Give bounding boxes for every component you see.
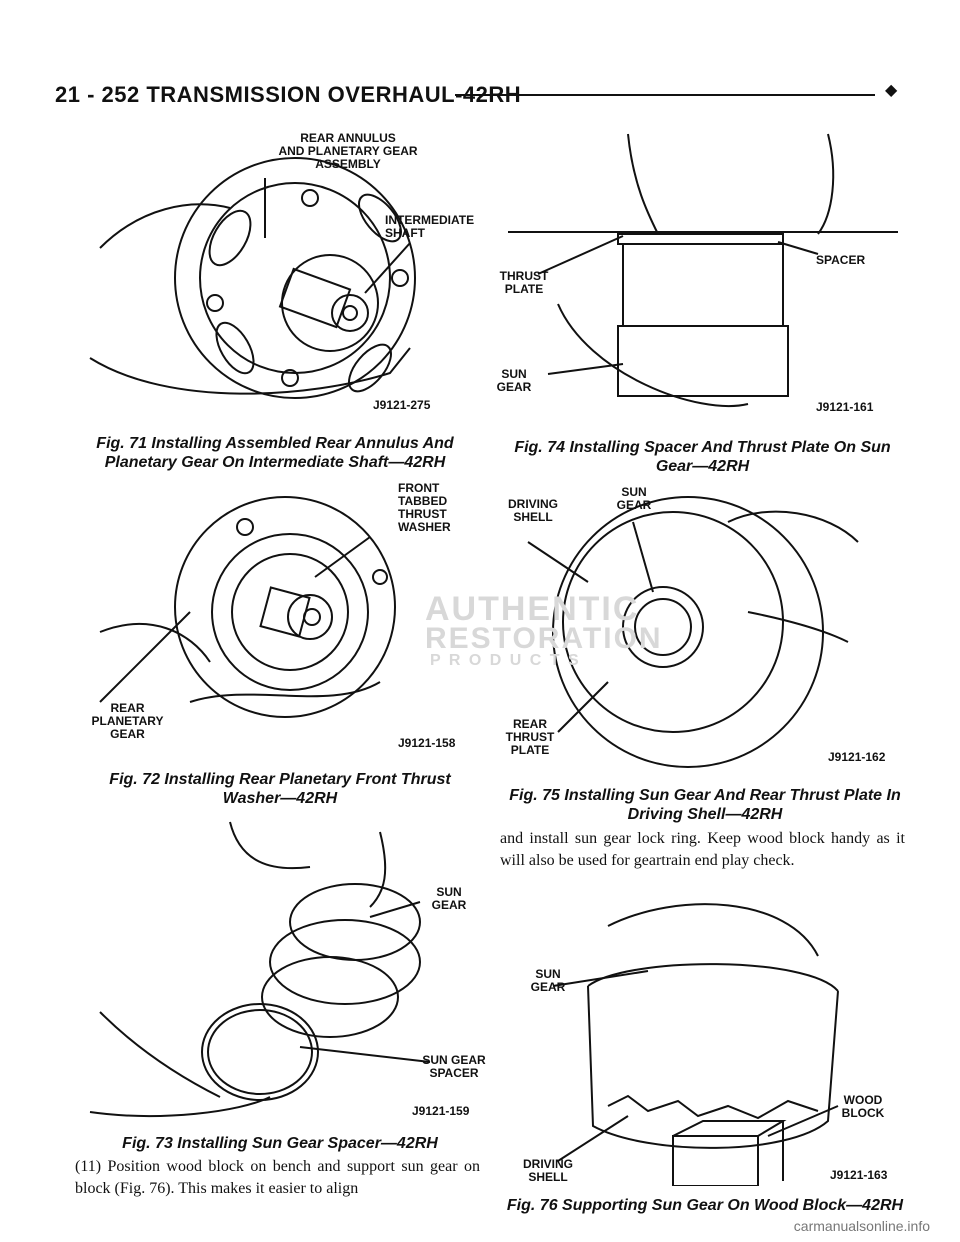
caption-fig-74: Fig. 74 Installing Spacer And Thrust Pla… [514,439,891,475]
label-sun-gear-spacer: SUN GEAR SPACER [422,1053,486,1080]
figure-75: DRIVING SHELL SUN GEAR REAR THRUST PLATE… [498,482,908,772]
figure-73-code: J9121-159 [412,1104,470,1118]
label-wood-block: WOOD BLOCK [841,1093,885,1120]
figure-71-illustration [89,157,416,399]
label-rear-annulus: REAR ANNULUS AND PLANETARY GEAR ASSEMBLY [278,131,418,171]
label-sun-gear: SUN GEAR [616,485,652,512]
page-header: 21 - 252 TRANSMISSION OVERHAUL-42RH ◆ [55,82,905,112]
body-text-left: (11) Position wood block on bench and su… [75,1158,480,1197]
caption-fig-76: Fig. 76 Supporting Sun Gear On Wood Bloc… [506,1197,904,1214]
label-driving-shell: DRIVING SHELL [507,497,558,524]
figure-71-code: J9121-275 [373,398,431,412]
label-intermediate-shaft: INTERMEDIATE SHAFT [385,213,475,240]
label-front-tabbed-thrust-washer: FRONT TABBED THRUST WASHER [398,481,451,534]
figure-75-code: J9121-162 [828,750,886,764]
label-sun-gear: SUN GEAR [496,367,532,394]
label-sun-gear: SUN GEAR [431,885,467,912]
caption-fig-73: Fig. 73 Installing Sun Gear Spacer—42RH [122,1135,438,1152]
page-header-title: 21 - 252 TRANSMISSION OVERHAUL-42RH [55,82,522,107]
figure-76-illustration [552,903,839,1186]
figure-74-illustration [508,133,898,408]
figure-73: SUN GEAR SUN GEAR SPACER J9121-159 [80,812,486,1120]
figure-72: FRONT TABBED THRUST WASHER REAR PLANETAR… [80,482,480,754]
diamond-icon: ◆ [885,82,898,99]
figure-75-illustration [527,496,859,768]
label-rear-planetary-gear: REAR PLANETARY GEAR [91,701,164,741]
watermark-line-3: P R O D U C T S [430,652,581,669]
label-sun-gear: SUN GEAR [530,967,566,994]
figure-72-illustration [99,496,396,718]
figure-74-code: J9121-161 [816,400,874,414]
body-text-right: and install sun gear lock ring. Keep woo… [500,830,905,869]
figure-76-code: J9121-163 [830,1168,888,1182]
label-spacer: SPACER [816,253,866,267]
figure-73-illustration [89,821,431,1118]
caption-fig-72: Fig. 72 Installing Rear Planetary Front … [109,771,451,807]
label-thrust-plate: THRUST PLATE [499,269,549,296]
figure-74: THRUST PLATE SPACER SUN GEAR J9121-161 [497,124,898,416]
footer-site: carmanualsonline.info [793,1218,930,1234]
watermark-line-2: RESTORATION [425,622,663,655]
figure-71: REAR ANNULUS AND PLANETARY GEAR ASSEMBLY… [80,128,480,420]
figure-76: SUN GEAR WOOD BLOCK DRIVING SHELL J9121-… [523,896,908,1186]
label-driving-shell: DRIVING SHELL [522,1157,573,1184]
caption-fig-71: Fig. 71 Installing Assembled Rear Annulu… [96,435,454,471]
label-rear-thrust-plate: REAR THRUST PLATE [505,717,555,757]
figure-72-code: J9121-158 [398,736,456,750]
watermark-line-1: AUTHENTIC [425,590,640,628]
caption-fig-75: Fig. 75 Installing Sun Gear And Rear Thr… [509,787,901,823]
header-rule [455,94,875,96]
